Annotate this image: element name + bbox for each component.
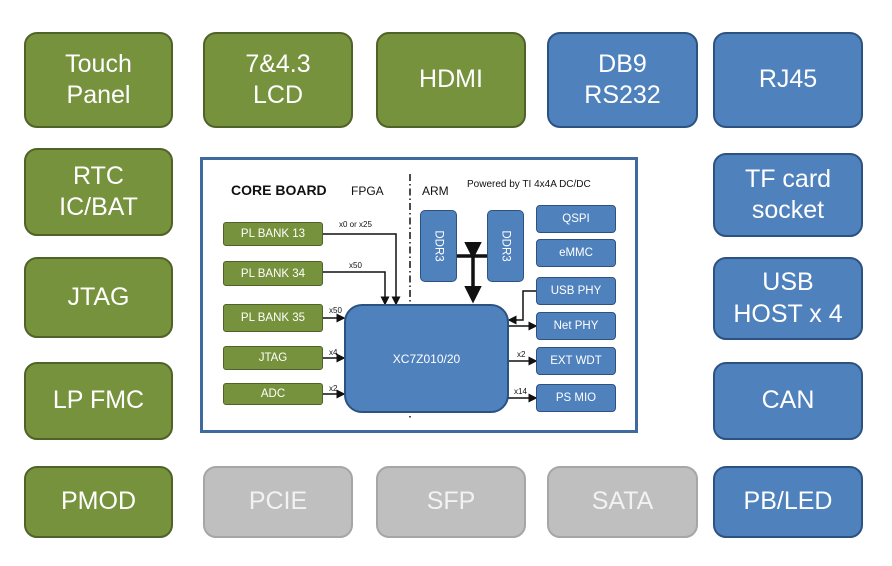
pl-jtag: JTAG xyxy=(223,346,323,370)
xc7z010-chip: XC7Z010/20 xyxy=(344,304,509,413)
lp-fmc-tile: LP FMC xyxy=(24,362,173,440)
hdmi-tile: HDMI xyxy=(376,32,526,128)
qspi-block: QSPI xyxy=(536,205,616,233)
pl-bank34-bus xyxy=(315,267,390,306)
bank35-width-label: x50 xyxy=(329,306,342,315)
lcd-tile: 7&4.3 LCD xyxy=(203,32,353,128)
usb-phy-link xyxy=(507,286,544,325)
pcie-tile: PCIE xyxy=(203,466,353,538)
net-phy-block: Net PHY xyxy=(536,312,616,340)
ext-wdt-width-label: x2 xyxy=(517,350,526,359)
bank13-width-label: x0 or x25 xyxy=(339,220,372,229)
pl-bank-13: PL BANK 13 xyxy=(223,222,323,246)
pl-bank-34: PL BANK 34 xyxy=(223,261,323,286)
usb-phy-block: USB PHY xyxy=(536,277,616,305)
arm-label: ARM xyxy=(422,184,449,198)
ps-mio-block: PS MIO xyxy=(536,384,616,412)
core-board: CORE BOARD FPGA ARM Powered by TI 4x4A D… xyxy=(200,157,638,433)
sata-tile: SATA xyxy=(547,466,698,538)
touch-panel-tile: Touch Panel xyxy=(24,32,173,128)
jtag-tile: JTAG xyxy=(24,257,173,338)
pl-bank13-bus xyxy=(315,229,401,306)
adc-width-label: x2 xyxy=(329,384,338,393)
pb-led-tile: PB/LED xyxy=(713,466,863,538)
usb-host-tile: USB HOST x 4 xyxy=(713,257,863,340)
rtc-tile: RTC IC/BAT xyxy=(24,148,173,236)
sfp-tile: SFP xyxy=(376,466,526,538)
rj45-tile: RJ45 xyxy=(713,32,863,128)
bank34-width-label: x50 xyxy=(349,261,362,270)
pmod-tile: PMOD xyxy=(24,466,173,538)
ext-wdt-block: EXT WDT xyxy=(536,347,616,375)
jtag-width-label: x4 xyxy=(329,348,338,357)
ps-mio-width-label: x14 xyxy=(514,387,527,396)
power-label: Powered by TI 4x4A DC/DC xyxy=(467,179,591,190)
pl-bank-35: PL BANK 35 xyxy=(223,304,323,332)
db9-rs232-tile: DB9 RS232 xyxy=(547,32,698,128)
can-tile: CAN xyxy=(713,362,863,440)
pl-adc: ADC xyxy=(223,383,323,405)
tf-card-socket-tile: TF card socket xyxy=(713,153,863,237)
fpga-label: FPGA xyxy=(351,184,384,198)
ddr3-chip-2: DDR3 xyxy=(487,210,524,282)
emmc-block: eMMC xyxy=(536,239,616,267)
core-board-title: CORE BOARD xyxy=(231,182,327,198)
ddr3-chip-1: DDR3 xyxy=(420,210,457,282)
